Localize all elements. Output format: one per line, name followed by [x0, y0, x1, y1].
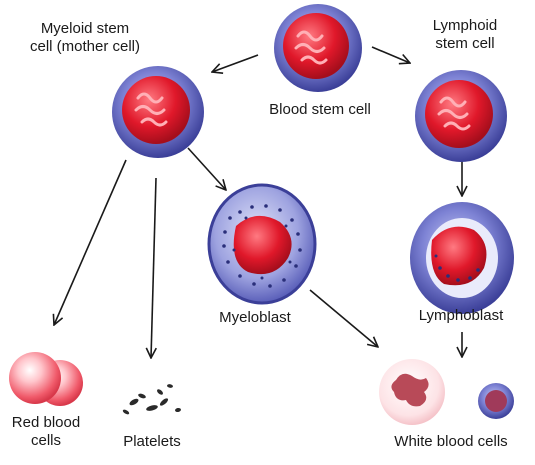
- label-lymphoblast: Lymphoblast: [418, 307, 504, 324]
- myeloid-stem-cell: [112, 66, 204, 158]
- label-myeloblast: Myeloblast: [219, 309, 291, 326]
- blood-stem-cell: [274, 4, 362, 92]
- label-blood-stem-cell: Blood stem cell: [269, 101, 371, 118]
- arrow-myeloid-to-myeloblast: [187, 147, 226, 190]
- label-red-blood-cells: Red blood cells: [11, 414, 81, 449]
- arrow-myeloid-to-red: [54, 159, 127, 325]
- arrow-stem-to-lymphoid: [371, 46, 410, 63]
- platelets-art: [122, 384, 181, 415]
- label-lymphoid-stem-cell: Lymphoid stem cell: [432, 17, 498, 52]
- label-platelets: Platelets: [123, 433, 181, 450]
- myeloblast-cell: [207, 183, 317, 305]
- lymphoid-stem-cell: [415, 70, 507, 162]
- arrow-myeloid-to-platelets: [151, 177, 156, 358]
- arrow-myeloblast-to-wbc: [309, 289, 378, 347]
- label-myeloid-stem-cell: Myeloid stem cell (mother cell): [29, 20, 141, 55]
- lymphoblast-cell: [410, 202, 514, 314]
- white-blood-cells-art: [379, 359, 514, 425]
- label-white-blood-cells: White blood cells: [394, 433, 508, 450]
- arrow-stem-to-myeloid: [212, 54, 259, 72]
- red-blood-cells-art: [9, 352, 83, 406]
